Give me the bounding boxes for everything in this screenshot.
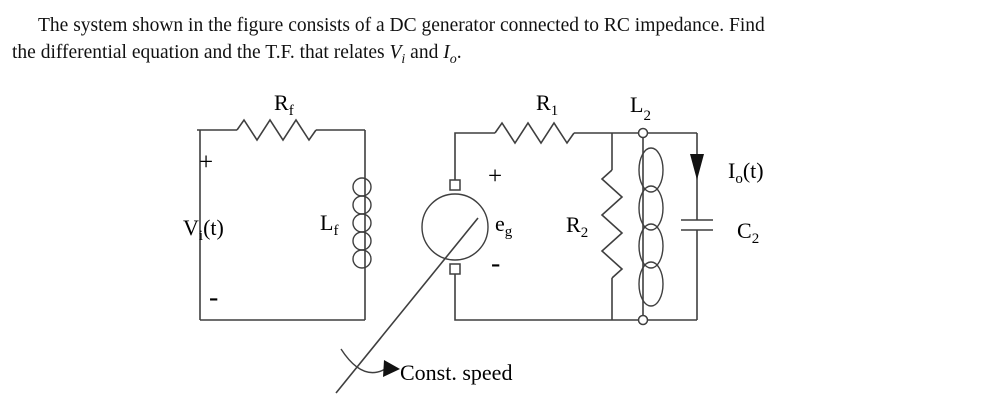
- generator-terminal-bottom: [449, 263, 461, 275]
- io-label: Io(t): [728, 158, 764, 187]
- io-current-arrow-icon: [690, 154, 704, 180]
- vi-minus-sign: -: [209, 282, 218, 313]
- rf-resistor: [236, 118, 317, 142]
- r1-resistor: [494, 121, 575, 145]
- node-bottom: [637, 314, 649, 326]
- lf-inductor: [352, 177, 372, 269]
- problem-line-2: the differential equation and the T.F. t…: [12, 39, 967, 73]
- rf-label: Rf: [274, 90, 294, 119]
- io-symbol: I: [443, 42, 450, 63]
- r1-label: R1: [536, 90, 558, 119]
- problem-line-1: The system shown in the figure consists …: [38, 15, 765, 36]
- problem-line2-prefix: the differential equation and the T.F. t…: [12, 42, 390, 63]
- lf-coil-loop: [352, 177, 372, 197]
- vi-label: Vi(t): [183, 215, 224, 244]
- vi-subscript: i: [401, 51, 406, 67]
- l2-coil-loop: [638, 185, 664, 231]
- rotation-arc: [340, 348, 388, 374]
- lf-label: Lf: [320, 210, 338, 239]
- eg-label: eg: [495, 211, 513, 240]
- l2-label: L2: [630, 92, 651, 124]
- l2-coil-loop: [638, 147, 664, 193]
- eg-plus-sign: +: [488, 163, 502, 190]
- shaft-line: [335, 217, 479, 394]
- problem-line2-suffix: .: [456, 42, 462, 63]
- rotation-arrowhead-icon: [383, 360, 400, 377]
- r2-resistor: [600, 169, 624, 279]
- problem-line2-mid: and: [405, 42, 444, 63]
- lf-coil-loop: [352, 195, 372, 215]
- armature-bottom-wire: [454, 274, 697, 321]
- eg-minus-sign: -: [491, 248, 500, 279]
- lf-coil-loop: [352, 249, 372, 269]
- generator-circle: [421, 193, 489, 261]
- vi-symbol: V: [389, 42, 402, 63]
- r2-label: R2: [566, 212, 588, 241]
- problem-statement: The system shown in the figure consists …: [12, 12, 967, 73]
- vi-plus-sign: +: [199, 149, 213, 176]
- c2-label: C2: [737, 218, 759, 247]
- armature-top-wire-left: [454, 132, 495, 180]
- c2-capacitor: [681, 219, 713, 231]
- l2-coil-loop: [638, 261, 664, 307]
- const-speed-label: Const. speed: [400, 360, 512, 385]
- lf-coil-loop: [352, 231, 372, 251]
- generator-terminal-top: [449, 179, 461, 191]
- l2-coil-loop: [638, 223, 664, 269]
- node-top: [637, 127, 649, 139]
- lf-coil-loop: [352, 213, 372, 233]
- io-subscript: o: [449, 51, 457, 67]
- l2-inductor: [638, 147, 664, 307]
